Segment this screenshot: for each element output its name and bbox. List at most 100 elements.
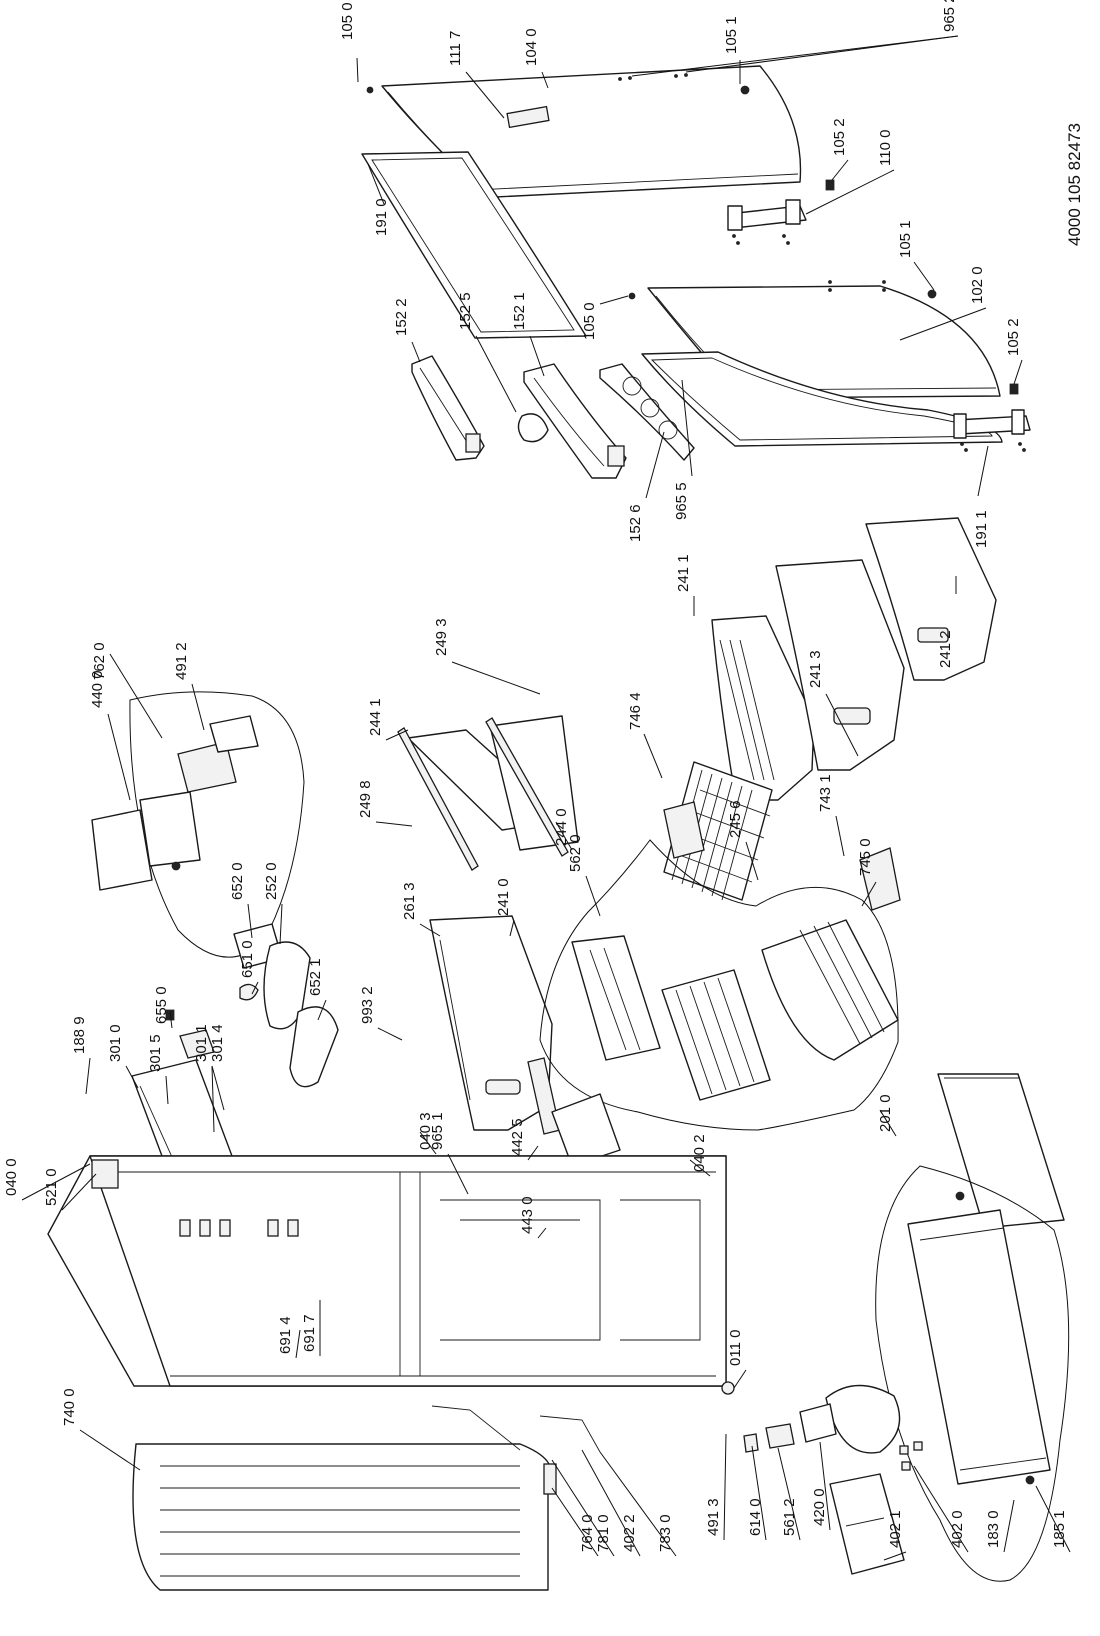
document-code: 4000 105 82473 [1065,123,1084,246]
callout-521-0: 521 0 [43,1168,60,1206]
callout-651-0: 651 0 [239,940,256,978]
glass-shelf-244-1 [397,715,579,871]
duct-743-1 [859,847,901,911]
callout-614-0: 614 0 [747,1498,764,1536]
callout-781-0: 781 0 [595,1514,612,1552]
callout-746-4: 746 4 [627,692,644,730]
callout-152-6: 152 6 [627,504,644,542]
door-label-plate [506,105,550,129]
callout-491-2: 491 2 [173,642,190,680]
callout-691-4: 691 4 [277,1316,294,1354]
egg-tray-152-6 [599,363,695,461]
callout-561-2: 561 2 [781,1498,798,1536]
callout-105-2-mid: 105 2 [1005,318,1022,356]
compressor-group-183-0 [825,1165,1070,1582]
callout-440-0: 440 0 [89,670,106,708]
callout-965-5: 965 5 [673,482,690,520]
callout-152-2: 152 2 [393,298,410,336]
leader-lines [21,35,1071,1561]
freezer-drawer-241-2 [865,517,997,681]
callout-244-1: 244 1 [367,698,384,736]
callout-040-0: 040 0 [3,1158,20,1196]
callout-762-0: 762 0 [91,642,108,680]
callout-491-3: 491 3 [705,1498,722,1536]
callout-652-0: 652 0 [229,862,246,900]
callout-111-7: 111 7 [447,31,464,66]
compressor-mount-402-1 [829,1473,905,1575]
upper-door-gasket-191-0 [361,151,587,339]
callout-labels: 105 0 111 7 104 0 965 2 105 1 105 2 110 0 191 0… [3,0,1068,1552]
lamp-cover-252-0 [263,941,311,1030]
callout-691-7: 691 7 [301,1314,318,1352]
relay-420-0 [799,1403,837,1443]
callout-764-0: 764 0 [579,1514,596,1552]
callout-244-0: 244 0 [553,808,570,846]
callout-745-0: 745 0 [857,838,874,876]
callout-245-6: 245 6 [727,800,744,838]
callout-783-0: 783 0 [657,1514,674,1552]
door-balcony-152-1 [523,363,627,479]
callout-183-0: 183 0 [985,1510,1002,1548]
callout-261-3: 261 3 [401,882,418,920]
evaporator-cover-group-745-0 [539,839,899,1131]
callout-740-0: 740 0 [61,1388,78,1426]
callout-241-3: 241 3 [807,650,824,688]
upper-door-104-0 [366,65,802,199]
control-unit-521-0 [91,1159,119,1189]
callout-743-1: 743 1 [817,774,834,812]
cover-plate-201-0 [937,1073,1065,1229]
callout-188-9: 188 9 [71,1016,88,1054]
freezer-drawer-241-3 [775,559,905,771]
callout-249-3: 249 3 [433,618,450,656]
callout-110-0: 110 0 [877,130,894,166]
callout-402-2: 402 2 [621,1514,638,1552]
bottle-clip-152-5 [517,413,549,443]
callout-104-0: 104 0 [523,28,540,66]
lower-hinge [953,383,1031,452]
grill-bar-746-4 [663,801,705,859]
control-box-group-440-0 [91,691,305,958]
callout-993-2: 993 2 [359,986,376,1024]
foot-011-0 [721,1381,735,1395]
callout-105-1-mid: 105 1 [897,220,914,258]
callout-201-0: 201 0 [877,1094,894,1132]
callout-105-2-top: 105 2 [831,118,848,156]
callout-301-0: 301 0 [107,1024,124,1062]
callout-402-1: 402 1 [887,1510,904,1548]
callout-420-0: 420 0 [811,1488,828,1526]
callout-965-2: 965 2 [941,0,958,32]
callout-241-2: 241 2 [937,630,954,668]
harness-614-0 [743,1433,759,1453]
callout-152-5: 152 5 [457,292,474,330]
condenser-740-0 [132,1443,552,1591]
callout-241-0: 241 0 [495,878,512,916]
callout-249-8: 249 8 [357,780,374,818]
callout-562-0: 562 0 [567,834,584,872]
lamp-diffuser-652-1 [289,1006,339,1088]
callout-655-0: 655 0 [153,986,170,1024]
callout-442-5: 442 5 [509,1118,526,1156]
drain-pipe-783-0 [431,1405,601,1495]
callout-011-0: 011 0 [727,1330,744,1366]
callout-965-1: 965 1 [429,1112,446,1150]
callout-241-1: 241 1 [675,554,692,592]
callout-102-0: 102 0 [969,266,986,304]
callout-105-0-top: 105 0 [339,2,356,40]
callout-105-0-mid: 105 0 [581,302,598,340]
upper-hinge-110-0 [727,179,835,245]
callout-040-2: 040 2 [691,1134,708,1172]
callout-191-0: 191 0 [373,198,390,236]
crisper-241-0 [429,915,553,1131]
callout-652-1: 652 1 [307,958,324,996]
callout-301-1: 301 1 [193,1024,210,1062]
door-balcony-152-2 [411,355,485,461]
callout-402-0: 402 0 [949,1510,966,1548]
callout-301-5: 301 5 [147,1034,164,1072]
callout-191-1: 191 1 [973,510,990,548]
callout-185-1: 185 1 [1051,1510,1068,1548]
callout-443-0: 443 0 [519,1196,536,1234]
freezer-drawer-241-1 [711,615,815,801]
callout-252-0: 252 0 [263,862,280,900]
